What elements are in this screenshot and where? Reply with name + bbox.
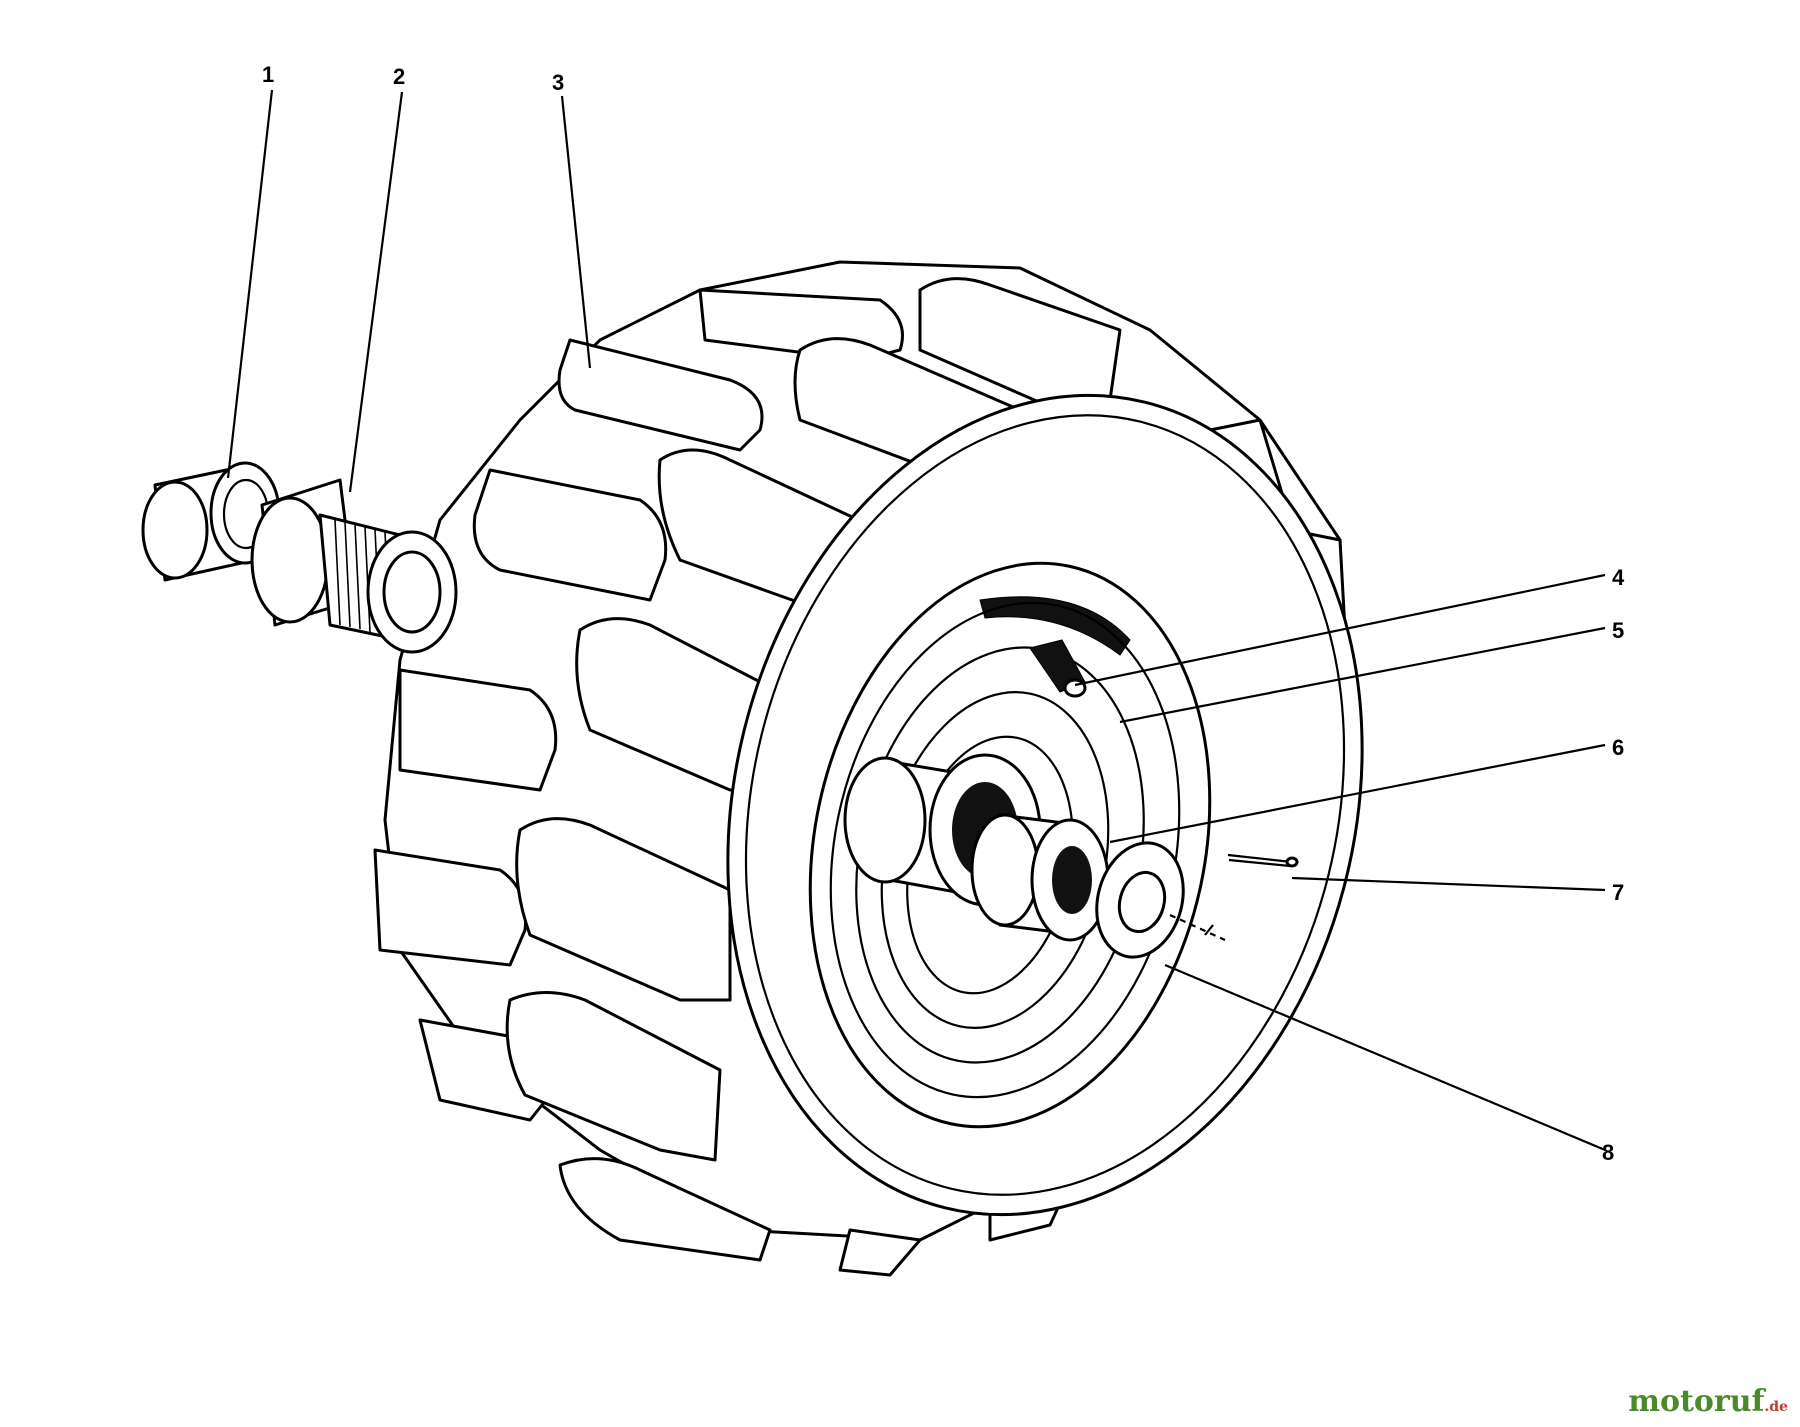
leader-line-4 (1074, 573, 1606, 687)
splined-hub (250, 478, 458, 654)
callout-2: 2 (393, 64, 405, 89)
wheel-rim (808, 561, 1299, 1129)
callout-3: 3 (552, 70, 564, 95)
leader-line-6 (1109, 743, 1606, 844)
callout-8: 8 (1602, 1140, 1614, 1165)
tread-lug (558, 1157, 772, 1262)
leader-lines (226, 89, 1606, 1152)
callout-7: 7 (1612, 880, 1624, 905)
rim-shadow (979, 596, 1131, 656)
callout-5: 5 (1612, 618, 1624, 643)
tread-lug (505, 991, 722, 1162)
tread-lug (398, 668, 558, 792)
flat-washer (1095, 841, 1185, 959)
spacer-bushing (970, 813, 1110, 942)
callout-labels: 1 2 3 4 5 6 7 8 (262, 62, 1625, 1165)
axle-centerline-mark (1204, 924, 1214, 936)
watermark-domain-text: .de (1764, 1399, 1788, 1415)
cotter-pin (1227, 853, 1299, 868)
sidewall-bead-line (744, 414, 1346, 1196)
leader-line-2 (348, 91, 404, 493)
callout-4: 4 (1612, 565, 1625, 590)
leader-line-7 (1291, 876, 1606, 892)
watermark-logo: motoruf.de (1628, 1384, 1788, 1419)
tread-lug (515, 817, 732, 1002)
watermark-main-text: motoruf (1628, 1384, 1765, 1419)
leader-line-3 (560, 95, 592, 369)
tread-lug (838, 1228, 922, 1277)
callout-1: 1 (262, 62, 274, 87)
leader-line-1 (226, 89, 274, 479)
tread-lug (472, 468, 668, 602)
leader-line-8 (1164, 963, 1606, 1152)
leader-line-5 (1119, 626, 1606, 724)
tread-lug (557, 338, 764, 452)
callout-6: 6 (1612, 735, 1624, 760)
